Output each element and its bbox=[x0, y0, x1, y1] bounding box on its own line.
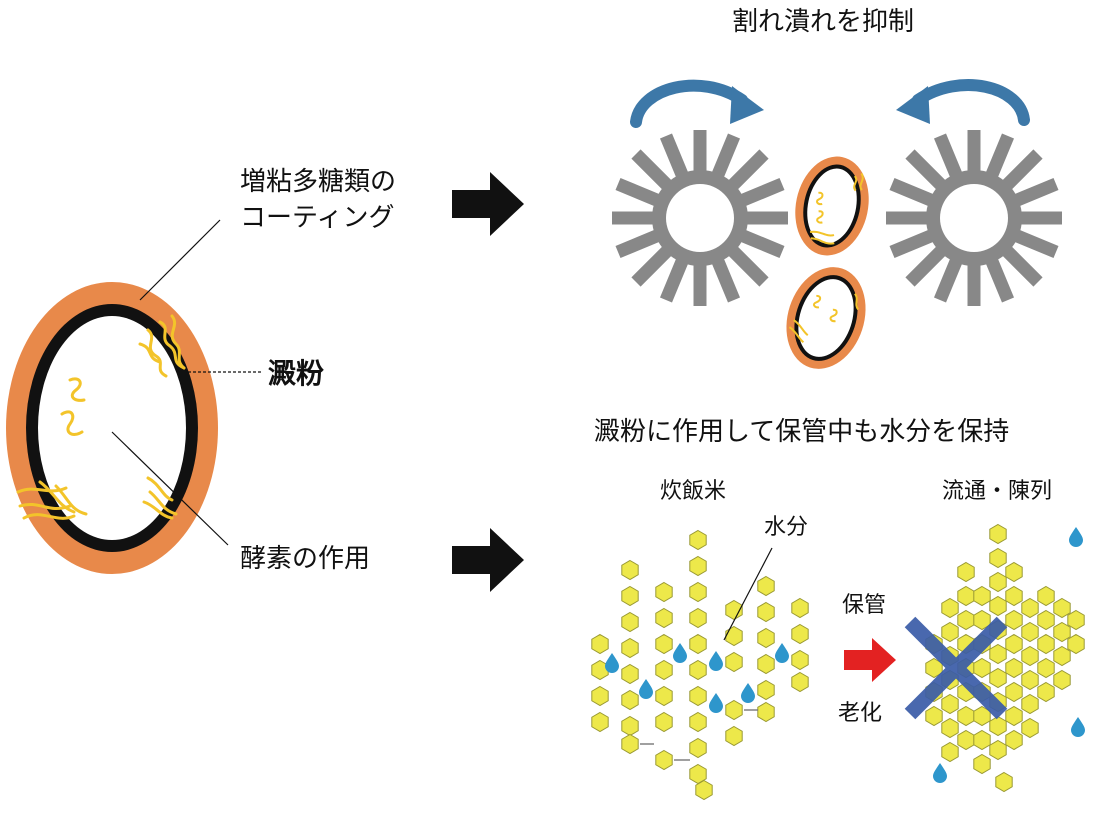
gear-left bbox=[612, 130, 788, 306]
gear-right bbox=[886, 130, 1062, 306]
bottom-section-title: 澱粉に作用して保管中も水分を保持 bbox=[594, 417, 1010, 447]
starch-strands bbox=[16, 314, 186, 520]
enzyme-leader bbox=[111, 431, 229, 546]
coating-label-line2: コーティング bbox=[240, 203, 395, 233]
rice-grain-small-upper bbox=[795, 156, 869, 256]
leader-lines bbox=[111, 219, 262, 546]
water-label: 水分 bbox=[764, 515, 809, 540]
coating-leader bbox=[139, 219, 221, 301]
aging-label: 老化 bbox=[838, 701, 883, 726]
enzyme-label: 酵素の作用 bbox=[240, 544, 371, 574]
rotation-arrow-right bbox=[896, 79, 1030, 126]
arrow-to-top bbox=[452, 172, 524, 236]
rotation-arrow-left bbox=[630, 79, 764, 128]
cooked-rice-cluster bbox=[591, 530, 809, 800]
top-section-title: 割れ潰れを抑制 bbox=[732, 7, 915, 37]
rice-grain-large bbox=[6, 282, 218, 574]
red-arrow bbox=[844, 638, 896, 682]
cross-mark bbox=[904, 616, 1008, 720]
coating-label-line1: 増粘多糖類の bbox=[240, 167, 397, 197]
storage-label: 保管 bbox=[842, 593, 887, 618]
distribution-label: 流通・陳列 bbox=[942, 479, 1053, 504]
rice-grain-small-lower bbox=[786, 267, 866, 369]
arrow-to-bottom bbox=[452, 528, 524, 592]
starch-label: 澱粉 bbox=[268, 357, 325, 390]
water-leader bbox=[723, 547, 773, 641]
cooked-rice-label: 炊飯米 bbox=[660, 479, 727, 504]
